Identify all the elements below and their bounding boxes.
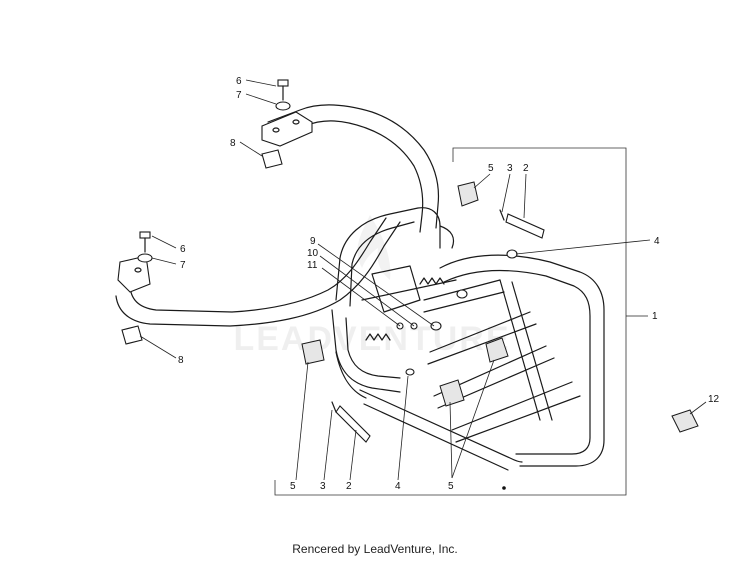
callout-1: 1 [652,311,658,322]
callout-6-left: 6 [180,244,186,255]
watermark-text: LEADVENTURE [233,320,510,358]
callout-5-bottom: 5 [448,481,454,492]
hardware [331,209,545,490]
cap-bottom [405,368,415,376]
grip-top [457,181,479,207]
callout-6-top: 6 [236,76,242,87]
credit-text: Rencered by LeadVenture, Inc. [292,542,458,556]
upper-mount-hardware [261,79,291,169]
pin-top [505,213,545,239]
callout-3-bottom: 3 [320,481,326,492]
callout-3-top: 3 [507,163,513,174]
grip-left [301,339,325,365]
callout-8-top: 8 [230,138,236,149]
washer-upper [275,101,291,111]
callout-2-top: 2 [523,163,529,174]
callout-7-left: 7 [180,260,186,271]
cap-top [506,249,518,259]
callout-5-left: 5 [290,481,296,492]
callout-4-bottom: 4 [395,481,401,492]
callout-5-top: 5 [488,163,494,174]
callout-7-top: 7 [236,90,242,101]
callout-11: 11 [307,260,318,271]
rear-dot [502,486,506,490]
callout-10: 10 [307,248,319,259]
part-12-clip [671,409,699,433]
callout-4-right: 4 [654,236,660,247]
callouts: 6 7 8 6 7 8 5 3 2 4 9 10 11 1 12 5 3 2 4… [178,76,720,492]
watermark-flame-icon [357,215,391,280]
pin-bottom [335,405,371,443]
washer-lower [137,253,153,263]
grip-right-upper [485,337,509,363]
clip-nut-upper [261,149,283,169]
lower-mount-hardware [121,231,153,345]
bolt-lower [139,231,151,239]
callout-12: 12 [708,394,720,405]
grips [301,181,509,407]
callout-9: 9 [310,236,316,247]
clip-top [499,209,505,221]
clip-bottom [331,401,337,413]
callout-8-left: 8 [178,355,184,366]
assembly-bracket [274,147,648,496]
leader-lines [139,79,707,481]
clip-nut-lower [121,325,143,345]
grip-right-lower [439,379,465,407]
upper-handle [261,104,440,233]
bolt-upper [277,79,289,87]
callout-2-bottom: 2 [346,481,352,492]
